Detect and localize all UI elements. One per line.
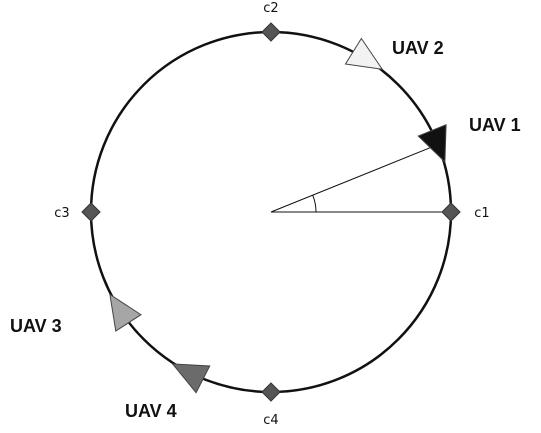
uav3-marker: [109, 293, 142, 332]
checkpoint-label-c1: c1: [474, 206, 489, 221]
checkpoint-marker-c3: [81, 202, 101, 222]
uav1-marker: [417, 124, 447, 164]
angle-arc: [312, 194, 317, 213]
uav2-label: UAV 2: [392, 38, 444, 58]
uavs: UAV 1 UAV 2 UAV 3 UAV 4: [10, 37, 521, 421]
uav1-label: UAV 1: [469, 115, 521, 135]
uav4-label: UAV 4: [125, 401, 177, 421]
checkpoints: c1 c2 c3 c4: [54, 1, 489, 428]
uav3-label: UAV 3: [10, 316, 62, 336]
checkpoint-marker-c2: [261, 22, 281, 42]
uav4-marker: [171, 363, 211, 394]
checkpoint-marker-c4: [261, 382, 281, 402]
uav2-marker: [344, 37, 384, 70]
checkpoint-marker-c1: [441, 202, 461, 222]
checkpoint-label-c2: c2: [263, 1, 278, 16]
checkpoint-label-c4: c4: [263, 413, 278, 428]
checkpoint-label-c3: c3: [54, 206, 69, 221]
uav1-radius-line: [270, 144, 439, 213]
